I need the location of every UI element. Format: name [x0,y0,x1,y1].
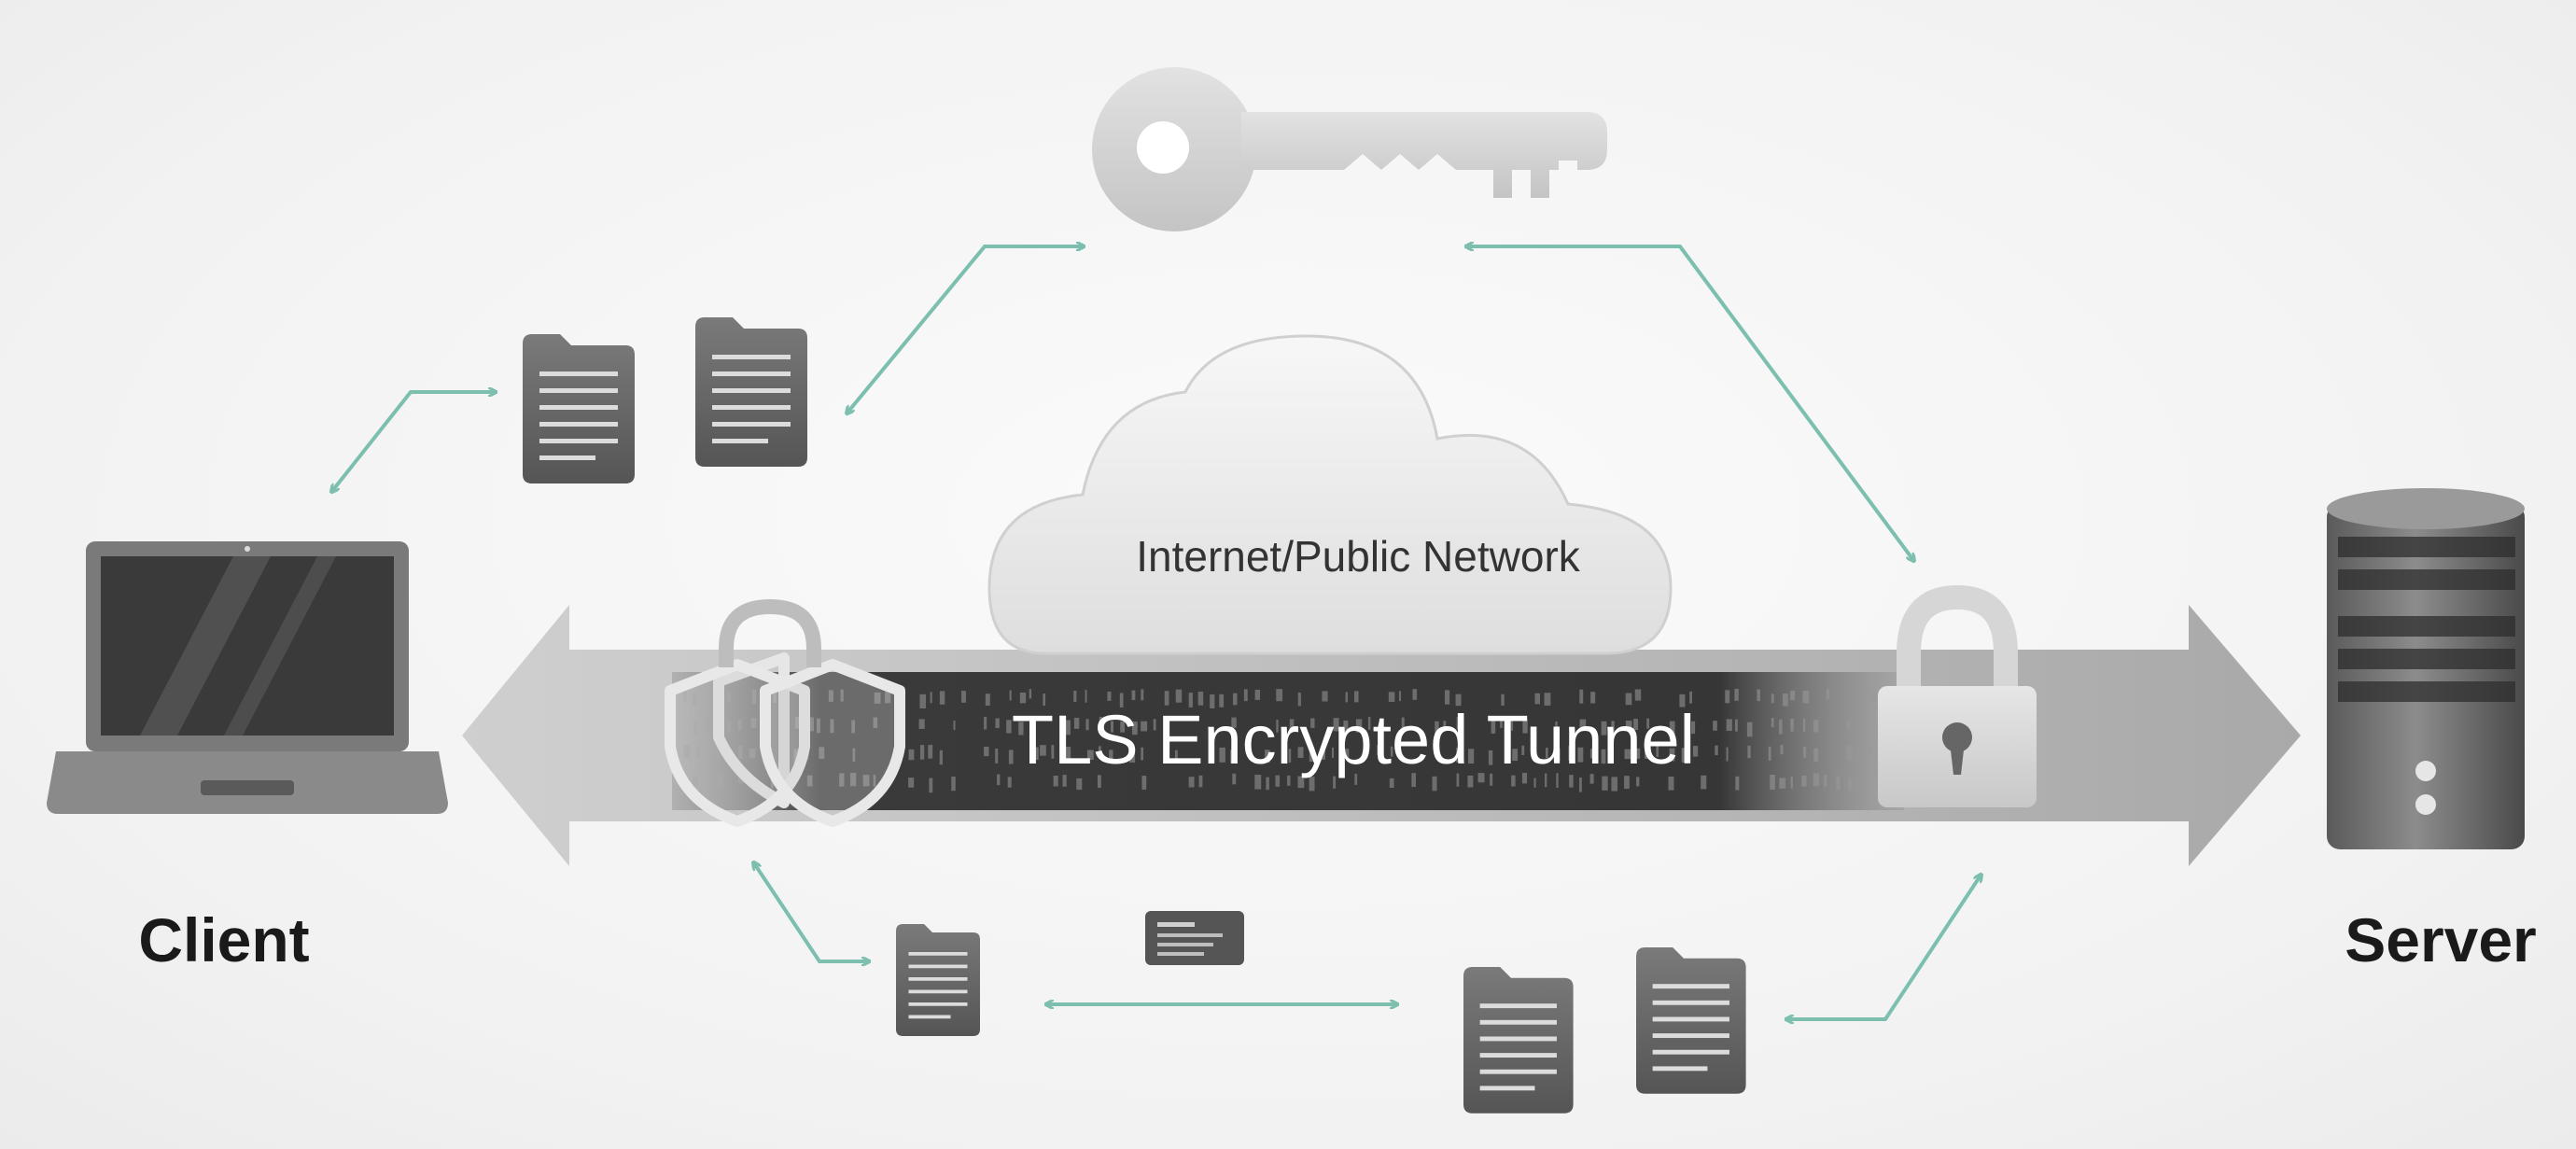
padlock-icon [1878,584,2037,807]
doc-to-server-arrow [1787,876,1981,1019]
client-to-docs-arrow [332,392,495,491]
certificate-card-icon [1145,911,1244,965]
document-icon [896,924,980,1036]
cloud-label: Internet/Public Network [1136,532,1581,581]
tunnel-to-doc-arrow [754,863,868,961]
document-icon [1463,967,1574,1114]
laptop-icon [47,541,448,814]
key-icon [1092,67,1607,231]
document-icon [695,317,807,467]
client-label: Client [138,905,309,974]
server-label: Server [2345,905,2537,974]
server-tower-icon [2327,488,2525,849]
tunnel-label: TLS Encrypted Tunnel [1012,701,1695,778]
docs-to-key-arrow [847,246,1083,413]
padlock-icon [719,598,821,667]
cloud-icon [987,334,1673,655]
key-to-lock-arrow [1467,246,1913,560]
document-icon [523,334,635,483]
shield-icon [665,652,905,827]
document-icon [1636,947,1746,1094]
connector-arrows [332,246,1981,1019]
